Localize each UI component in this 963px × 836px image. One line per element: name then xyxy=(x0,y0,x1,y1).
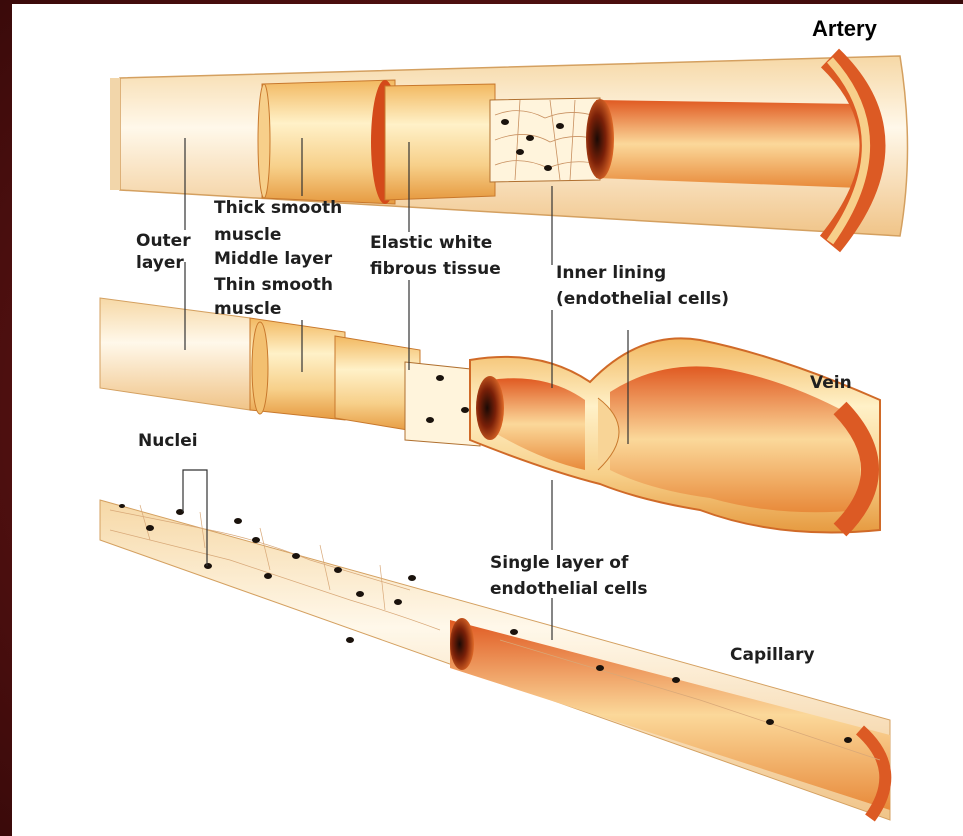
vein-drawing xyxy=(100,298,880,533)
thin-smooth-label: Thin smooth xyxy=(214,274,333,296)
thick-smooth-label: Thick smooth xyxy=(214,197,342,219)
inner-lining-label-line1: Inner lining xyxy=(556,262,666,284)
single-layer-label-line2: endothelial cells xyxy=(490,578,648,600)
elastic-label-line1: Elastic white xyxy=(370,232,492,254)
muscle-label-2: muscle xyxy=(214,298,281,320)
outer-layer-label-line1: Outer xyxy=(136,230,191,252)
middle-layer-label: Middle layer xyxy=(214,248,332,270)
artery-elastic-layer xyxy=(385,84,495,200)
artery-title: Artery xyxy=(812,16,877,42)
muscle-label-1: muscle xyxy=(214,224,281,246)
capillary-title: Capillary xyxy=(730,644,815,666)
elastic-label-line2: fibrous tissue xyxy=(370,258,501,280)
artery-muscle-cut xyxy=(258,84,270,198)
inner-lining-label-line2: (endothelial cells) xyxy=(556,288,729,310)
vein-title: Vein xyxy=(810,372,852,394)
outer-layer-label-line2: layer xyxy=(136,252,184,274)
artery-outer-cut xyxy=(110,78,120,190)
vein-valve-opening xyxy=(476,376,504,440)
vein-endothelium xyxy=(405,362,480,446)
nuclei-label: Nuclei xyxy=(138,430,198,452)
single-layer-label-line1: Single layer of xyxy=(490,552,628,574)
artery-lumen xyxy=(596,100,860,188)
